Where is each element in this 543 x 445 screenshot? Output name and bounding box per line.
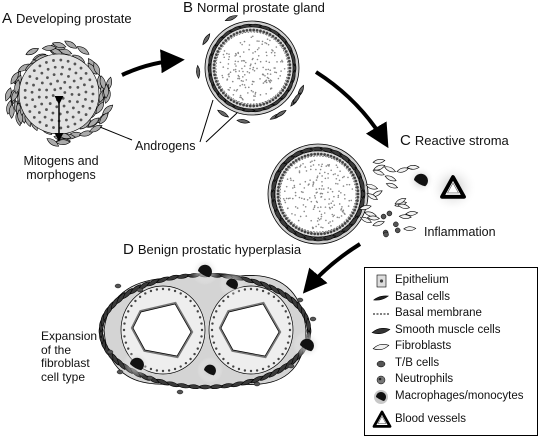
arrow-a-to-b: [121, 49, 185, 77]
legend-item-label: T/B cells: [395, 357, 440, 369]
legend-item: Macrophages/monocytes: [365, 389, 537, 405]
blood-vessel-icon: [372, 410, 392, 428]
legend-item: Neutrophils: [365, 372, 537, 388]
inflammation-label: Inflammation: [424, 225, 496, 239]
legend-item-label: Fibroblasts: [395, 340, 452, 352]
legend-item: T/B cells: [365, 356, 537, 372]
basal-membrane-icon: [373, 313, 390, 315]
t-b-cell-icon: [376, 360, 386, 368]
legend-item-label: Macrophages/monocytes: [395, 390, 524, 402]
normal-prostate-gland-tissue: [196, 15, 304, 124]
legend-item: Smooth muscle cells: [365, 323, 537, 339]
legend-item-label: Epithelium: [395, 274, 449, 286]
legend-item-label: Basal cells: [395, 291, 450, 303]
arrow-c-to-d: [302, 242, 362, 294]
legend-item: Epithelium: [365, 273, 537, 289]
legend-item-label: Basal membrane: [395, 307, 482, 319]
legend-item: Blood vessels: [365, 409, 537, 428]
neutrophil-icon: [376, 375, 386, 385]
macrophage-icon: [374, 390, 388, 404]
developing-prostate-tissue: [5, 40, 114, 147]
smooth-muscle-cell-icon: [371, 328, 391, 334]
legend-item: Fibroblasts: [365, 339, 537, 355]
legend-item: Basal cells: [365, 290, 537, 306]
fibroblast-icon: [372, 343, 390, 351]
basal-cell-icon: [372, 295, 390, 301]
legend-item-label: Neutrophils: [395, 373, 454, 385]
legend-item-label: Blood vessels: [395, 413, 466, 425]
reactive-stroma-tissue: [267, 143, 478, 245]
bph-tissue: [98, 257, 321, 395]
process-arrows: [121, 49, 389, 294]
androgens-label: Androgens: [135, 139, 196, 153]
arrow-b-to-c: [314, 70, 389, 149]
epithelium-icon: [376, 274, 387, 288]
legend-item-label: Smooth muscle cells: [395, 324, 501, 336]
androgen-pointer-lines: [99, 99, 238, 143]
legend-item: Basal membrane: [365, 306, 537, 322]
